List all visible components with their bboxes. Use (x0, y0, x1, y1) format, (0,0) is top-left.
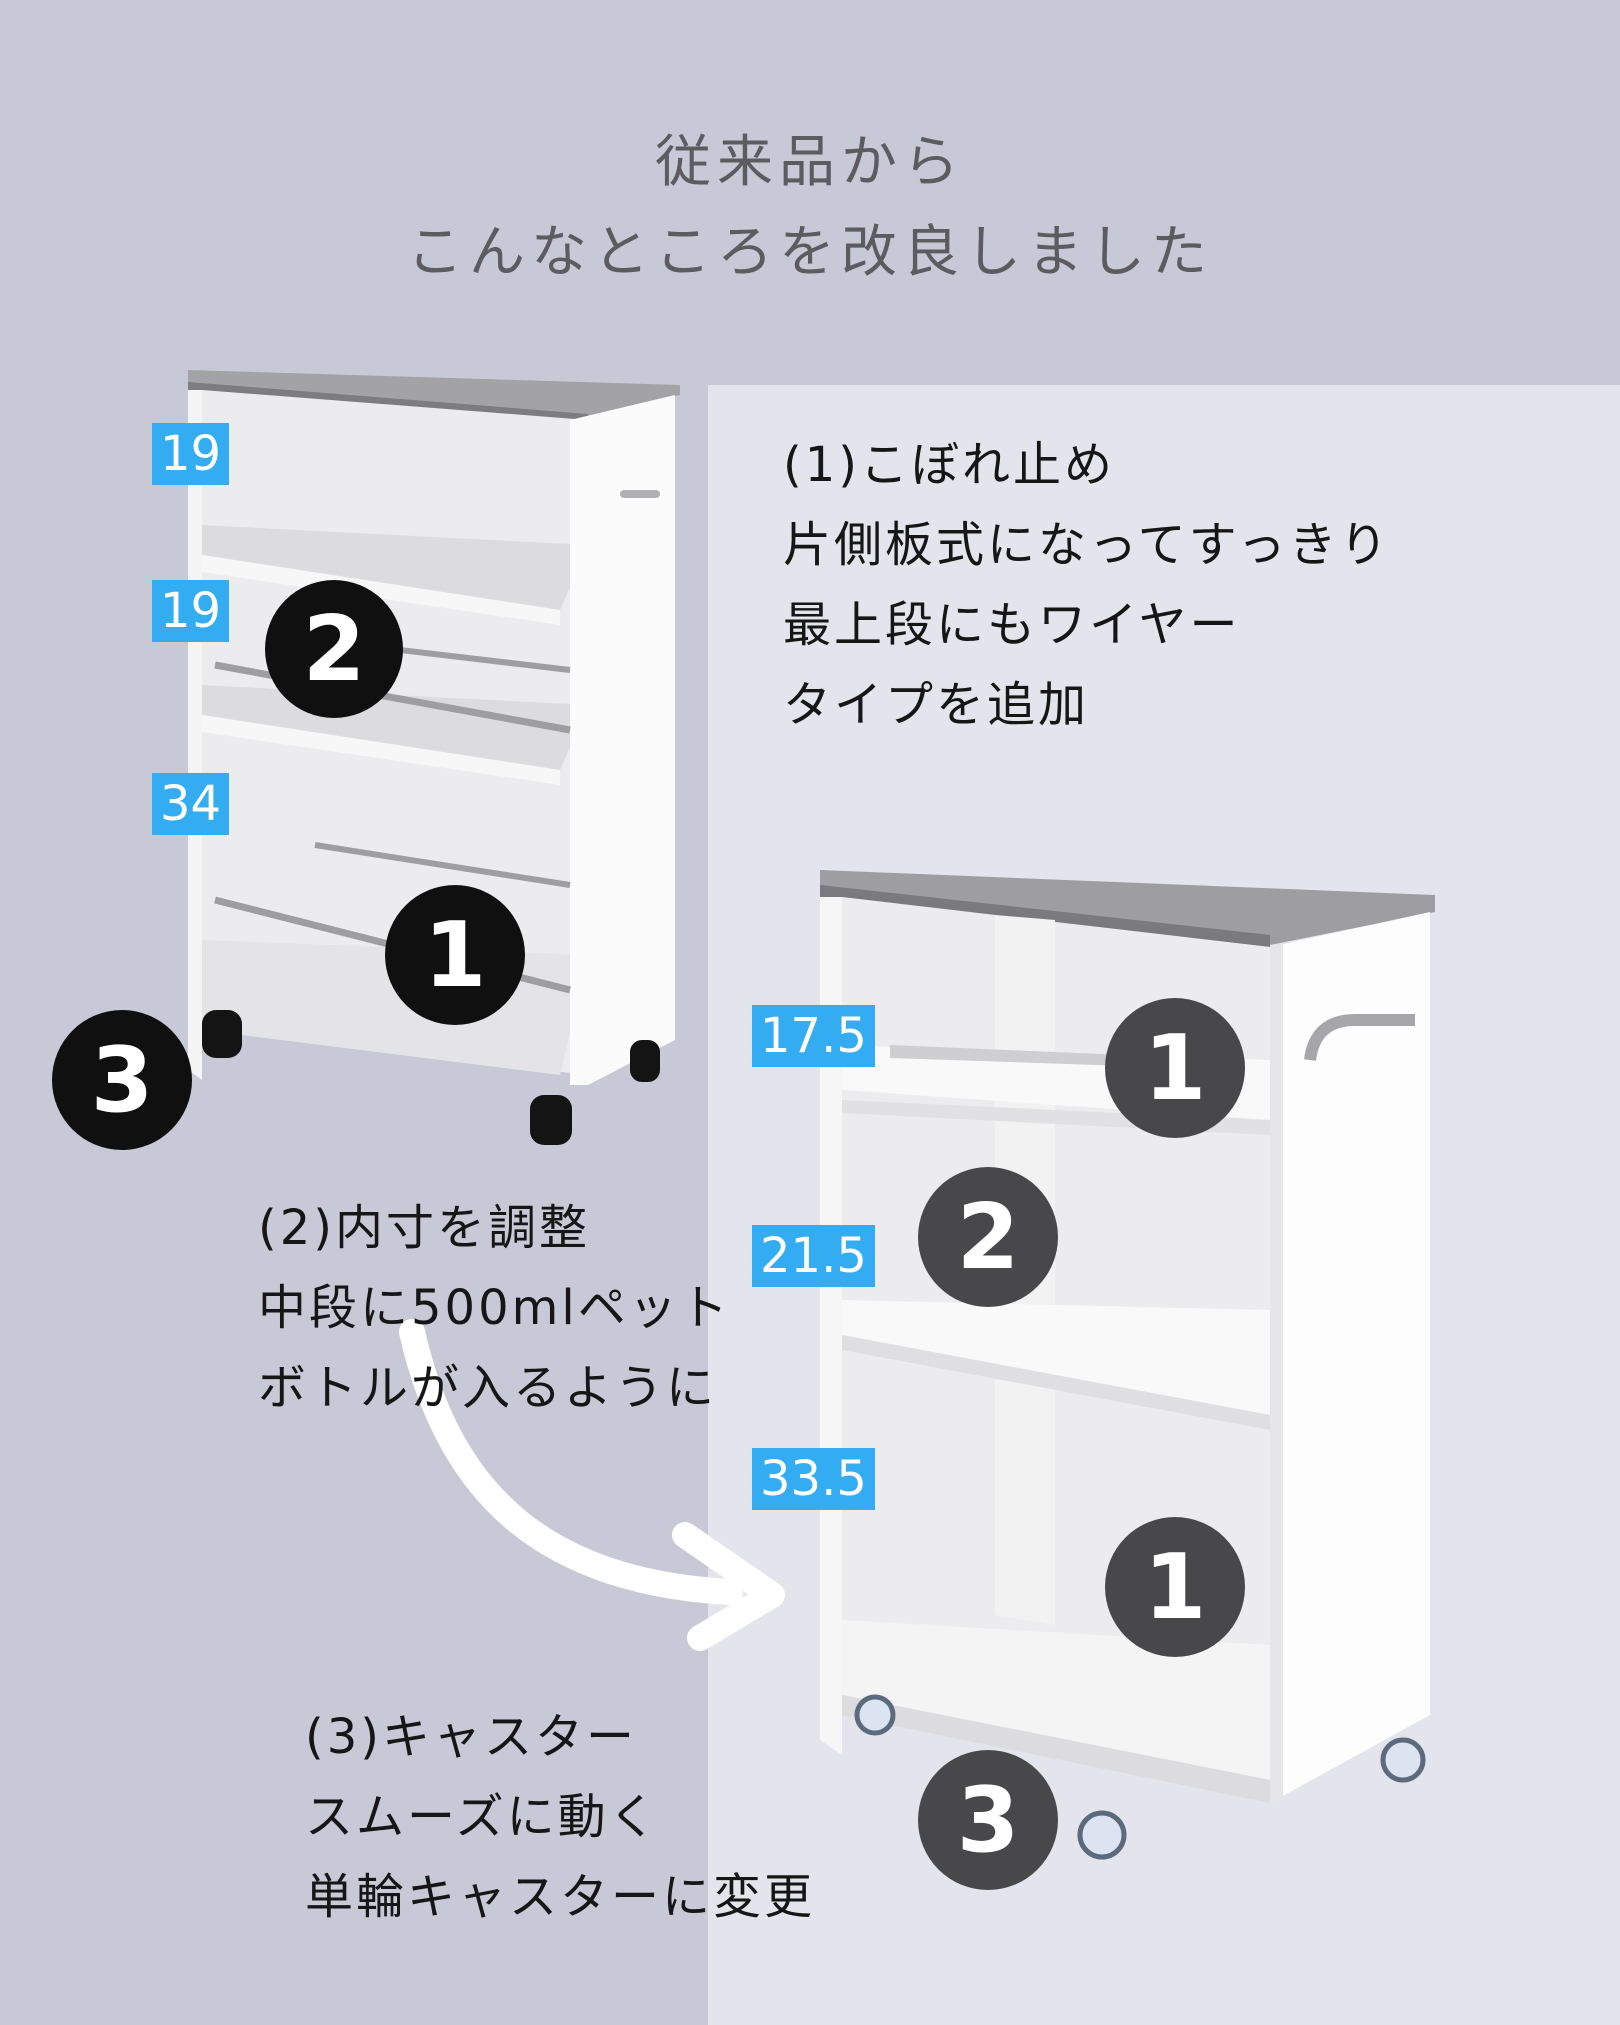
caption-line: (3)キャスター (305, 1709, 637, 1765)
old-badge-2: 2 (265, 580, 403, 718)
new-badge-1: 1 (1105, 998, 1245, 1138)
new-badge-3: 3 (918, 1750, 1058, 1890)
caption-line: (1)こぼれ止め (783, 437, 1115, 493)
new-dimension-tag: 21.5 (752, 1225, 875, 1287)
caption-spill-guard: (1)こぼれ止め 片側板式になってすっきり 最上段にもワイヤー タイプを追加 (783, 425, 1391, 745)
caster-wheel-icon (202, 1010, 660, 1145)
caption-inner-size: (2)内寸を調整 中段に500mlペット ボトルが入るように (258, 1188, 731, 1428)
curved-arrow-icon (399, 1319, 785, 1651)
new-dimension-tag: 33.5 (752, 1448, 875, 1510)
new-dimension-tag: 17.5 (752, 1005, 875, 1067)
old-dimension-tag: 34 (152, 773, 230, 835)
caster-wheel-icon (854, 1694, 1426, 1860)
old-dimension-tag: 19 (152, 423, 230, 485)
caption-line: スムーズに動く (305, 1789, 660, 1845)
headline-line-1: 従来品から (655, 130, 965, 195)
caption-line: 中段に500mlペット (258, 1280, 731, 1336)
headline-line-2: こんなところを改良しました (407, 220, 1213, 285)
caption-line: (2)内寸を調整 (258, 1200, 590, 1256)
caption-line: 単輪キャスターに変更 (305, 1869, 816, 1925)
caption-line: 最上段にもワイヤー (783, 597, 1241, 653)
caption-line: タイプを追加 (783, 677, 1090, 733)
caption-line: ボトルが入るように (258, 1360, 718, 1416)
caption-line: 片側板式になってすっきり (783, 517, 1391, 573)
caption-caster: (3)キャスター スムーズに動く 単輪キャスターに変更 (305, 1697, 815, 1937)
old-badge-3: 3 (52, 1010, 192, 1150)
new-badge-1: 1 (1105, 1517, 1245, 1657)
old-dimension-tag: 19 (152, 580, 230, 642)
old-badge-1: 1 (385, 885, 525, 1025)
new-badge-2: 2 (918, 1167, 1058, 1307)
